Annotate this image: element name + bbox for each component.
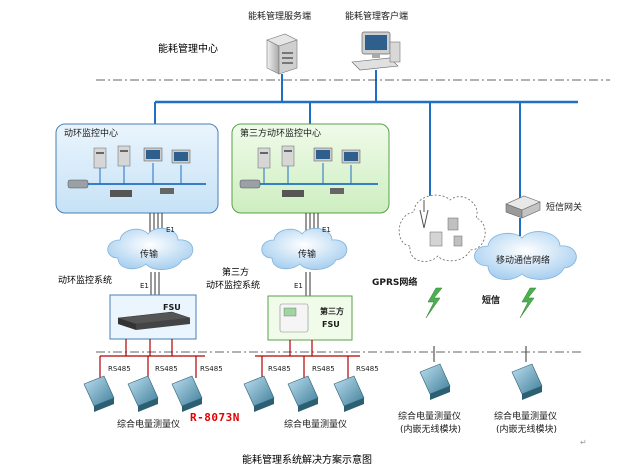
rs485-label: RS485 [200, 365, 223, 373]
cloud-right-label: 移动通信网络 [496, 256, 551, 266]
cloud-left-label: 传输 [140, 250, 159, 260]
e1-label: E1 [294, 282, 303, 290]
wireless-bolt-icon [425, 287, 443, 319]
router-icon [239, 179, 344, 197]
rs485-label: RS485 [155, 365, 178, 373]
workstation-icon [257, 145, 361, 169]
meter-icon [333, 375, 365, 412]
client-label: 能耗管理客户端 [345, 12, 409, 22]
antenna-tower-icon [419, 200, 429, 229]
fsu-left-label: FSU [163, 303, 181, 312]
e1-label: E1 [322, 226, 331, 234]
rs485-label: RS485 [356, 365, 379, 373]
return-mark-icon: ↵ [580, 438, 587, 447]
cloud-icon [261, 227, 348, 270]
system-left-label: 动环监控系统 [58, 276, 113, 286]
cloud-mid-label: 传输 [298, 250, 317, 260]
zone-left [55, 123, 219, 214]
management-center-title: 能耗管理中心 [158, 44, 218, 55]
meter-icon [287, 375, 319, 412]
rs485-label: RS485 [108, 365, 131, 373]
e1-label: E1 [166, 226, 175, 234]
wireless-meter-2-line1: 综合电量测量仪 [494, 412, 558, 422]
meter-label-left: 综合电量测量仪 [117, 420, 181, 430]
wireless-meter-icon [511, 346, 543, 400]
model-tag: R-8073N [190, 411, 240, 424]
wireless-meter-1-line1: 综合电量测量仪 [398, 412, 462, 422]
router-icon [67, 179, 174, 197]
gprs-cloud [398, 194, 486, 262]
gprs-label: GPRS网络 [372, 278, 418, 288]
fsu-mid-line2: FSU [322, 320, 340, 329]
fsu-left [109, 294, 197, 340]
rs485-label: RS485 [268, 365, 291, 373]
main-bus [154, 100, 578, 198]
wireless-bolt-icon [519, 287, 537, 319]
zone-mid-title: 第三方动环监控中心 [240, 129, 322, 139]
rs485-label: RS485 [312, 365, 335, 373]
cloud-icon [107, 227, 194, 270]
system-mid-line1: 第三方 [222, 268, 250, 278]
fsu-mid-line1: 第三方 [320, 307, 344, 316]
diagram-caption: 能耗管理系统解决方案示意图 [242, 455, 372, 466]
zone-left-title: 动环监控中心 [64, 129, 119, 139]
e1-label: E1 [140, 282, 149, 290]
meter-label-mid: 综合电量测量仪 [284, 420, 348, 430]
meter-icon [171, 375, 203, 412]
management-center [266, 31, 401, 102]
meter-icon [83, 375, 115, 412]
meter-icon [243, 375, 275, 412]
cloud-icon [474, 231, 577, 280]
rs485-links [99, 339, 360, 378]
workstation-icon [93, 145, 191, 169]
meter-icon [127, 375, 159, 412]
server-label: 能耗管理服务端 [248, 12, 312, 22]
wireless-meter-2-line2: (内嵌无线模块) [496, 425, 558, 435]
sms-gateway-label: 短信网关 [546, 203, 583, 213]
client-computer-icon [351, 31, 401, 71]
server-icon [266, 33, 298, 75]
wireless-meter-icon [419, 346, 451, 400]
zone-mid [231, 123, 390, 214]
sms-label: 短信 [482, 296, 501, 306]
wireless-meter-1-line2: (内嵌无线模块) [400, 425, 462, 435]
base-station-icon [429, 217, 463, 247]
fsu-mid [267, 295, 353, 341]
system-mid-line2: 动环监控系统 [206, 281, 261, 291]
sms-gateway-icon [505, 195, 541, 219]
